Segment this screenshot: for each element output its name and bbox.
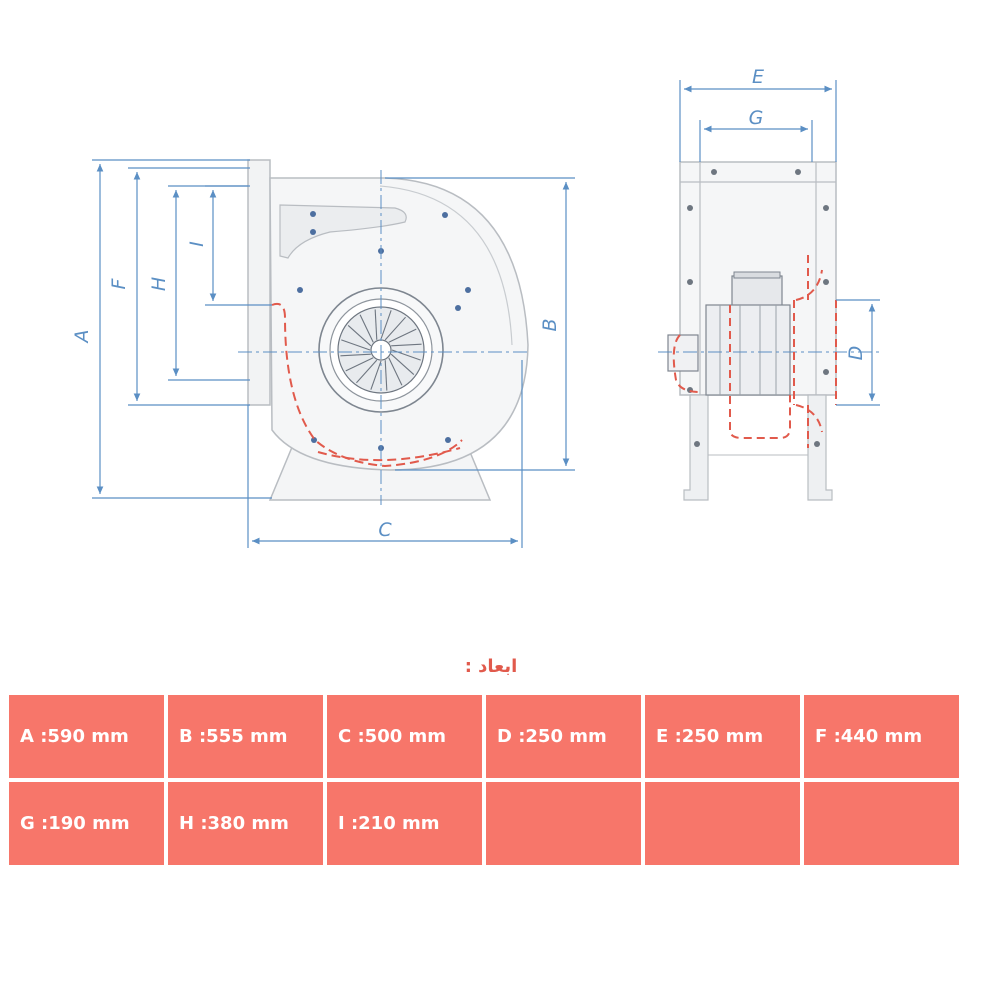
outlet-flange bbox=[247, 159, 271, 406]
table-cell-empty bbox=[645, 782, 800, 865]
dimensions-caption: ابعاد : bbox=[464, 656, 518, 677]
impeller-blade bbox=[347, 325, 372, 347]
impeller-blade bbox=[356, 359, 378, 384]
impeller-blade bbox=[340, 353, 371, 357]
side-leg-left bbox=[683, 394, 709, 501]
table-cell-G: G :190 mm bbox=[9, 782, 164, 865]
impeller-blade bbox=[345, 357, 374, 372]
impeller-blade bbox=[384, 360, 388, 391]
impeller-blade bbox=[380, 310, 392, 340]
impeller-blade bbox=[370, 360, 382, 390]
impeller-blade bbox=[391, 343, 422, 347]
table-cell-empty bbox=[804, 782, 959, 865]
dim-label-G: G bbox=[749, 107, 764, 129]
side-motor-outline bbox=[729, 305, 791, 439]
impeller-blade bbox=[374, 309, 378, 340]
dim-label-B: B bbox=[539, 318, 561, 331]
table-cell-H: H :380 mm bbox=[168, 782, 323, 865]
mount-slot bbox=[279, 204, 407, 259]
dim-label-H: H bbox=[148, 277, 170, 291]
dim-label-C: C bbox=[378, 519, 392, 541]
impeller-blade bbox=[390, 353, 415, 375]
table-cell-empty bbox=[486, 782, 641, 865]
dim-label-I: I bbox=[186, 241, 208, 247]
side-view: E G D bbox=[658, 66, 880, 501]
impeller-blade bbox=[341, 339, 371, 351]
dim-label-F: F bbox=[108, 277, 130, 289]
table-cell-C: C :500 mm bbox=[327, 695, 482, 778]
inlet-outline bbox=[793, 269, 837, 433]
table-cell-A: A :590 mm bbox=[9, 695, 164, 778]
table-cell-D: D :250 mm bbox=[486, 695, 641, 778]
fan-technical-drawing: A F H I B C bbox=[71, 66, 880, 548]
motor-outline bbox=[271, 302, 463, 468]
impeller-blade bbox=[384, 316, 406, 341]
dimensions-table: A :590 mm B :555 mm C :500 mm D :250 mm … bbox=[9, 695, 959, 865]
dim-label-D: D bbox=[845, 346, 867, 361]
table-cell-I: I :210 mm bbox=[327, 782, 482, 865]
dim-label-E: E bbox=[752, 66, 764, 88]
front-view: A F H I B C bbox=[71, 159, 575, 548]
impeller-blade bbox=[388, 357, 403, 386]
table-cell-E: E :250 mm bbox=[645, 695, 800, 778]
impeller-blade bbox=[388, 328, 417, 343]
side-leg-right bbox=[807, 394, 833, 501]
table-cell-F: F :440 mm bbox=[804, 695, 959, 778]
impeller-blade bbox=[359, 314, 374, 343]
table-cell-B: B :555 mm bbox=[168, 695, 323, 778]
dim-label-A: A bbox=[71, 330, 93, 345]
motor-body bbox=[705, 271, 791, 396]
